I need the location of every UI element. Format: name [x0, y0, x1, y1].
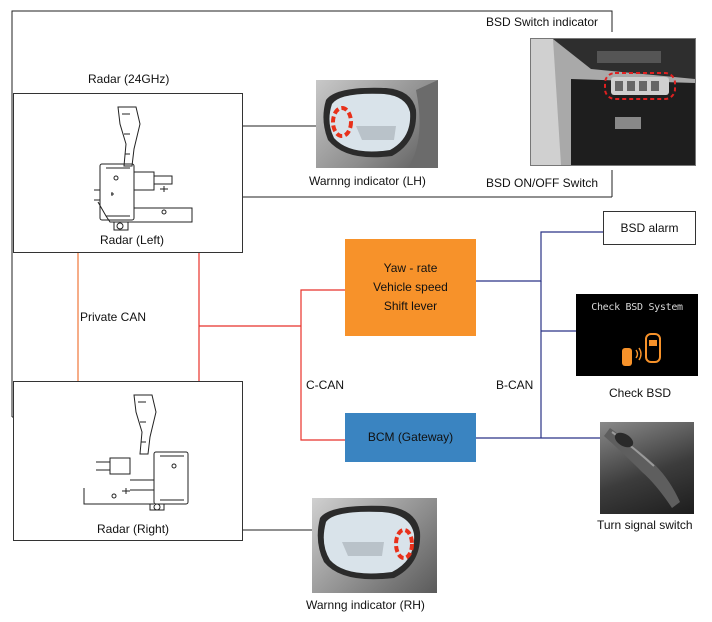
bcm-label: BCM (Gateway)	[367, 430, 454, 444]
warning-rh-label: Warnng indicator (RH)	[306, 598, 425, 612]
turn-signal-illustration	[604, 428, 680, 508]
turn-signal-photo	[600, 422, 694, 514]
warning-lh-photo	[316, 80, 438, 168]
turn-signal-switch-label: Turn signal switch	[597, 518, 693, 532]
mirror-rh-illustration	[317, 505, 421, 580]
ecu-shift-lever: Shift lever	[383, 299, 438, 313]
radar-frequency-label: Radar (24GHz)	[88, 72, 170, 86]
check-bsd-display-text: Check BSD System	[591, 302, 683, 313]
bsd-onoff-switch-label: BSD ON/OFF Switch	[486, 176, 599, 190]
check-bsd-display: Check BSD System	[576, 294, 698, 376]
bsd-car-icon	[622, 333, 661, 366]
radar-right-label: Radar (Right)	[97, 522, 170, 536]
bsd-alarm-label: BSD alarm	[620, 221, 679, 235]
ecu-yaw-rate: Yaw - rate	[383, 261, 438, 275]
bsd-switch-indicator-label: BSD Switch indicator	[486, 15, 599, 29]
c-can-label: C-CAN	[306, 378, 344, 392]
bsd-switch-photo	[530, 38, 696, 166]
c-can-trunk	[300, 289, 345, 441]
bsd-alarm-box: BSD alarm	[603, 211, 696, 245]
dashboard-illustration	[531, 39, 695, 165]
radar-right-illustration	[83, 394, 189, 511]
radar-left-label: Radar (Left)	[100, 233, 165, 247]
warning-lh-label: Warnng indicator (LH)	[309, 174, 426, 188]
bcm-module: BCM (Gateway)	[345, 413, 476, 462]
private-can-label: Private CAN	[80, 310, 147, 324]
ecu-vehicle-speed: Vehicle speed	[373, 280, 448, 294]
radar-left-box: Radar (Left)	[13, 93, 243, 253]
mirror-lh-illustration	[323, 80, 438, 168]
check-bsd-label: Check BSD	[609, 386, 672, 400]
b-can-label: B-CAN	[496, 378, 534, 392]
radar-left-illustration	[94, 106, 193, 231]
switch-indicator-wire	[11, 10, 613, 417]
b-can-trunk	[476, 231, 603, 282]
ecu-module: Yaw - rate Vehicle speed Shift lever	[345, 239, 476, 336]
radar-right-box: Radar (Right)	[13, 381, 243, 541]
warning-rh-photo	[312, 498, 437, 593]
